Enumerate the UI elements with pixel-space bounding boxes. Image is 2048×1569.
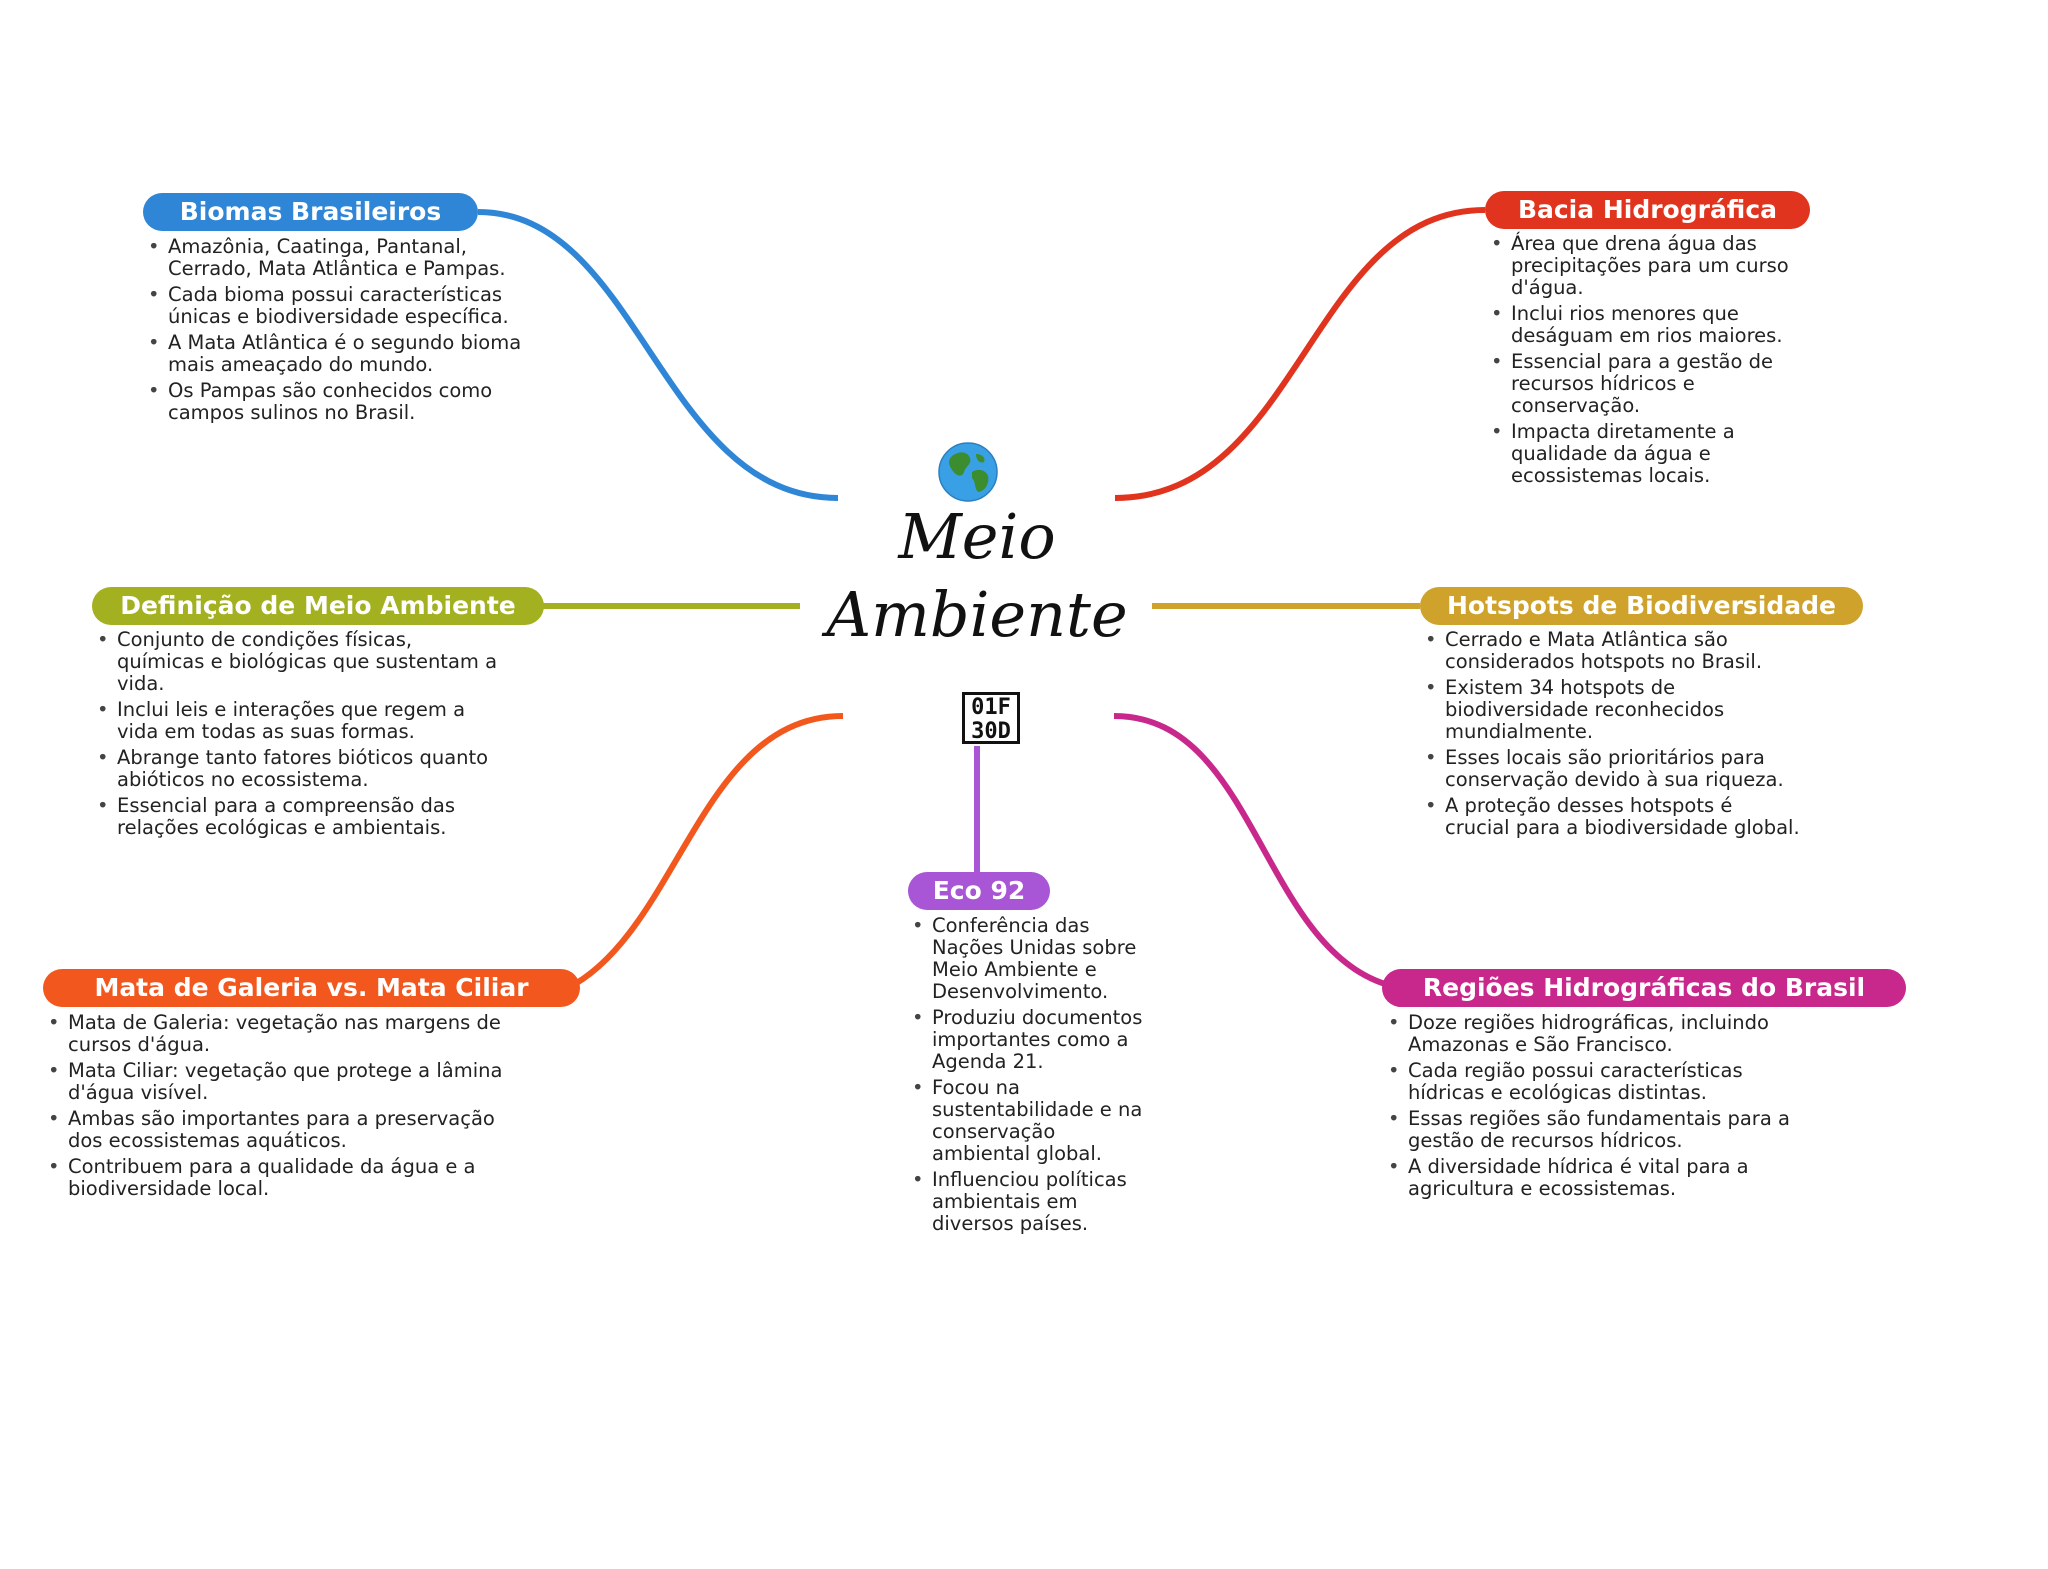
- list-item: Produziu documentos importantes como a A…: [908, 1007, 1150, 1073]
- branch-bacia-title[interactable]: Bacia Hidrográfica: [1485, 191, 1810, 229]
- list-item: Cada região possui características hídri…: [1384, 1060, 1814, 1104]
- list-item: Inclui leis e interações que regem a vid…: [93, 699, 505, 743]
- branch-biomas-list: Amazônia, Caatinga, Pantanal, Cerrado, M…: [144, 236, 536, 428]
- branch-mata-list: Mata de Galeria: vegetação nas margens d…: [44, 1012, 530, 1204]
- list-item: Mata Ciliar: vegetação que protege a lâm…: [44, 1060, 530, 1104]
- branch-hotspots-list: Cerrado e Mata Atlântica são considerado…: [1421, 629, 1801, 843]
- branch-hotspots-title[interactable]: Hotspots de Biodiversidade: [1420, 587, 1863, 625]
- list-item: Contribuem para a qualidade da água e a …: [44, 1156, 530, 1200]
- list-item: Os Pampas são conhecidos como campos sul…: [144, 380, 536, 424]
- list-item: Cerrado e Mata Atlântica são considerado…: [1421, 629, 1801, 673]
- list-item: Área que drena água das precipitações pa…: [1487, 233, 1817, 299]
- list-item: A proteção desses hotspots é crucial par…: [1421, 795, 1801, 839]
- globe-icon: [938, 442, 998, 502]
- branch-definicao-list: Conjunto de condições físicas, químicas …: [93, 629, 505, 843]
- connector-regioes: [1113, 713, 1401, 991]
- branch-eco92-list: Conferência das Nações Unidas sobre Meio…: [908, 915, 1150, 1239]
- branch-bacia-list: Área que drena água das precipitações pa…: [1487, 233, 1817, 491]
- list-item: Doze regiões hidrográficas, incluindo Am…: [1384, 1012, 1814, 1056]
- center-title-line1: Meio: [898, 500, 1056, 573]
- list-item: Cada bioma possui características únicas…: [144, 284, 536, 328]
- list-item: Ambas são importantes para a preservação…: [44, 1108, 530, 1152]
- list-item: Influenciou políticas ambientais em dive…: [908, 1169, 1150, 1235]
- branch-mata-title[interactable]: Mata de Galeria vs. Mata Ciliar: [43, 969, 580, 1007]
- list-item: Impacta diretamente a qualidade da água …: [1487, 421, 1817, 487]
- list-item: Focou na sustentabilidade e na conservaç…: [908, 1077, 1150, 1165]
- list-item: Abrange tanto fatores bióticos quanto ab…: [93, 747, 505, 791]
- connector-mata: [566, 713, 844, 991]
- branch-regioes-list: Doze regiões hidrográficas, incluindo Am…: [1384, 1012, 1814, 1204]
- list-item: Essencial para a compreensão das relaçõe…: [93, 795, 505, 839]
- connector-biomas: [477, 209, 839, 501]
- branch-regioes-title[interactable]: Regiões Hidrográficas do Brasil: [1382, 969, 1906, 1007]
- center-title-line2: Ambiente: [826, 578, 1128, 651]
- list-item: Mata de Galeria: vegetação nas margens d…: [44, 1012, 530, 1056]
- emoji-code-box: 01F 30D: [962, 692, 1020, 744]
- list-item: A Mata Atlântica é o segundo bioma mais …: [144, 332, 536, 376]
- list-item: A diversidade hídrica é vital para a agr…: [1384, 1156, 1814, 1200]
- list-item: Essas regiões são fundamentais para a ge…: [1384, 1108, 1814, 1152]
- connector-bacia: [1114, 207, 1486, 501]
- list-item: Amazônia, Caatinga, Pantanal, Cerrado, M…: [144, 236, 536, 280]
- list-item: Existem 34 hotspots de biodiversidade re…: [1421, 677, 1801, 743]
- branch-definicao-title[interactable]: Definição de Meio Ambiente: [92, 587, 544, 625]
- branch-eco92-title[interactable]: Eco 92: [908, 872, 1050, 910]
- list-item: Conferência das Nações Unidas sobre Meio…: [908, 915, 1150, 1003]
- list-item: Esses locais são prioritários para conse…: [1421, 747, 1801, 791]
- code-line1: 01F: [971, 695, 1011, 720]
- list-item: Inclui rios menores que deságuam em rios…: [1487, 303, 1817, 347]
- list-item: Conjunto de condições físicas, químicas …: [93, 629, 505, 695]
- list-item: Essencial para a gestão de recursos hídr…: [1487, 351, 1817, 417]
- code-line2: 30D: [971, 719, 1011, 744]
- branch-biomas-title[interactable]: Biomas Brasileiros: [143, 193, 478, 231]
